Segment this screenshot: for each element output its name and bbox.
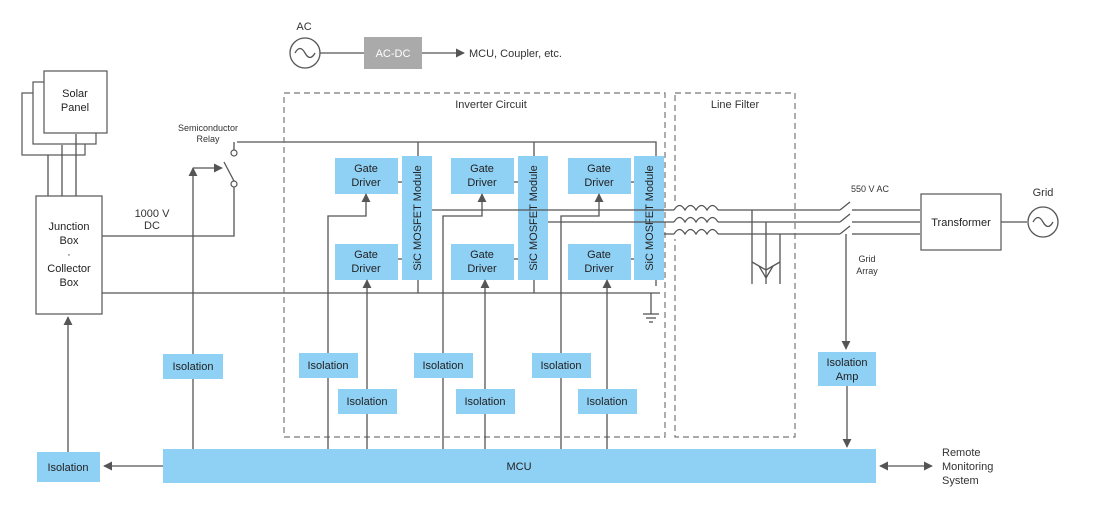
solar-panel-label-2: Panel — [61, 102, 89, 114]
gate-driver-u-low-label-1: Gate — [354, 249, 378, 261]
isolation-u-high-label: Isolation — [308, 360, 349, 372]
gate-driver-u-high-label-1: Gate — [354, 163, 378, 175]
sic-mosfet-module-w — [634, 156, 664, 280]
solar-panel-label-1: Solar — [62, 88, 88, 100]
dc-voltage-label-2: DC — [144, 220, 160, 232]
isolation-junction-label: Isolation — [48, 462, 89, 474]
ac-source-icon — [289, 37, 321, 69]
gate-driver-u-high-label-2: Driver — [351, 177, 381, 189]
isolation-v-high — [414, 353, 473, 378]
isolation-amp-block — [818, 352, 876, 386]
isolation-v-low — [456, 389, 515, 414]
isolation-w-high-label: Isolation — [541, 360, 582, 372]
junction-label-1: Junction — [49, 221, 90, 233]
gate-driver-w-low-label-2: Driver — [584, 263, 614, 275]
gate-driver-v-high-label-2: Driver — [467, 177, 497, 189]
gate-driver-v-low — [451, 244, 514, 280]
remote-label-1: Remote — [942, 447, 981, 459]
isolation-w-low-label: Isolation — [587, 396, 628, 408]
gate-driver-w-high-label-2: Driver — [584, 177, 614, 189]
gate-driver-v-high-label-1: Gate — [470, 163, 494, 175]
transformer-label: Transformer — [931, 217, 991, 229]
sic-mosfet-module-w-label: SiC MOSFET Module — [644, 165, 656, 271]
grid-source-icon — [1027, 206, 1059, 238]
gate-driver-w-high — [568, 158, 631, 194]
gate-driver-u-high — [335, 158, 398, 194]
line-filter-boundary — [674, 92, 796, 438]
solar-panel-stack — [21, 70, 108, 156]
gate-driver-w-low-label-1: Gate — [587, 249, 611, 261]
remote-label-2: Monitoring — [942, 461, 993, 473]
acdc-block — [364, 37, 422, 69]
gate-driver-u-low-label-2: Driver — [351, 263, 381, 275]
junction-label-2: Box — [60, 235, 79, 247]
gate-driver-v-low-label-2: Driver — [467, 263, 497, 275]
junction-collector-box — [35, 195, 103, 315]
mcu-label: MCU — [506, 461, 531, 473]
line-filter-label: Line Filter — [711, 99, 760, 111]
relay-label-1: Semiconductor — [178, 123, 238, 133]
semiconductor-relay-switch — [223, 149, 238, 188]
grid-array-label-1: Grid — [858, 254, 875, 264]
mcu-coupler-label: MCU, Coupler, etc. — [469, 48, 562, 60]
ac-label: AC — [296, 21, 311, 33]
gate-driver-v-high — [451, 158, 514, 194]
isolation-amp-label-2: Amp — [836, 371, 859, 383]
sic-mosfet-module-v-label: SiC MOSFET Module — [528, 165, 540, 271]
isolation-u-low-label: Isolation — [347, 396, 388, 408]
isolation-w-low — [578, 389, 637, 414]
gate-driver-v-low-label-1: Gate — [470, 249, 494, 261]
line-filter-inductors-icon — [673, 203, 719, 239]
sic-mosfet-module-v — [518, 156, 548, 280]
isolation-w-high — [532, 353, 591, 378]
sic-mosfet-module-u — [402, 156, 432, 280]
isolation-relay-label: Isolation — [173, 361, 214, 373]
isolation-junction — [37, 452, 100, 482]
isolation-v-low-label: Isolation — [465, 396, 506, 408]
gate-driver-w-high-label-1: Gate — [587, 163, 611, 175]
inverter-circuit-label: Inverter Circuit — [455, 99, 527, 111]
inverter-circuit-boundary — [283, 92, 666, 438]
grid-breaker-switches — [839, 201, 856, 239]
v-high-control-path — [442, 193, 487, 353]
dc-voltage-label-1: 1000 V — [135, 208, 171, 220]
gate-driver-u-low — [335, 244, 398, 280]
ground-icon — [643, 293, 659, 323]
relay-label-2: Relay — [196, 134, 220, 144]
w-high-control-path — [560, 193, 604, 353]
junction-label-5: Box — [60, 277, 79, 289]
mcu-block — [163, 449, 876, 483]
acdc-label: AC-DC — [376, 48, 411, 60]
ac-550-label: 550 V AC — [851, 184, 890, 194]
remote-label-3: System — [942, 475, 979, 487]
isolation-v-high-label: Isolation — [423, 360, 464, 372]
isolation-u-high — [299, 353, 358, 378]
grid-label: Grid — [1033, 187, 1054, 199]
isolation-amp-label-1: Isolation — [827, 357, 868, 369]
isolation-relay — [163, 354, 223, 379]
grid-array-label-2: Array — [856, 266, 878, 276]
sic-mosfet-module-u-label: SiC MOSFET Module — [412, 165, 424, 271]
u-high-control-path — [327, 193, 371, 353]
gate-driver-w-low — [568, 244, 631, 280]
isolation-u-low — [338, 389, 397, 414]
junction-label-3: · — [67, 249, 71, 261]
junction-label-4: Collector — [47, 263, 91, 275]
dc-positive-bus — [102, 187, 235, 237]
line-filter-capacitors-icon — [751, 210, 781, 284]
